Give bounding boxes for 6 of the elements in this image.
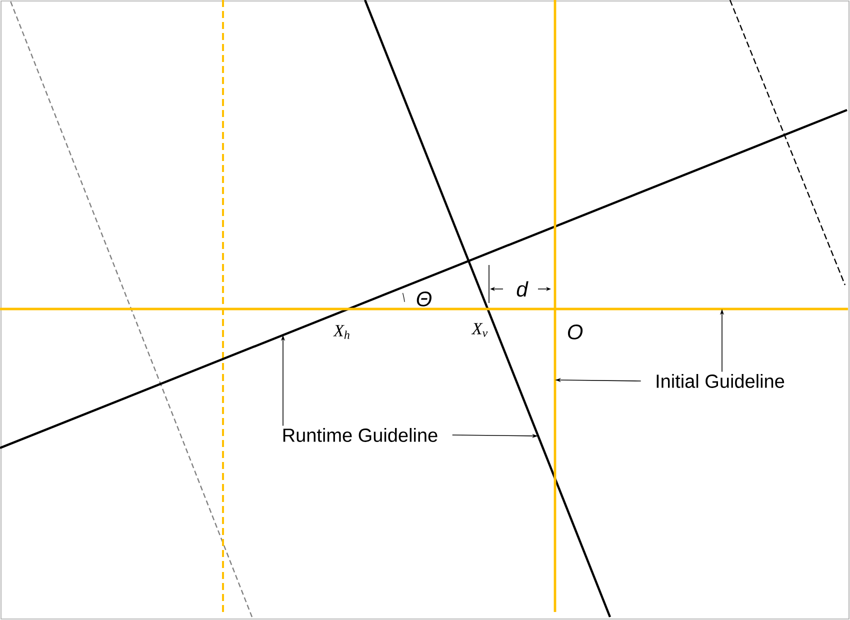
point-label: X$_{h}$ bbox=[333, 325, 350, 339]
point-label: X$_{v}$ bbox=[471, 323, 488, 337]
dimension-label: d bbox=[516, 281, 528, 297]
runtime-guideline bbox=[0, 108, 848, 449]
origin-label: O bbox=[568, 324, 583, 340]
angle-label: Θ bbox=[416, 292, 432, 306]
